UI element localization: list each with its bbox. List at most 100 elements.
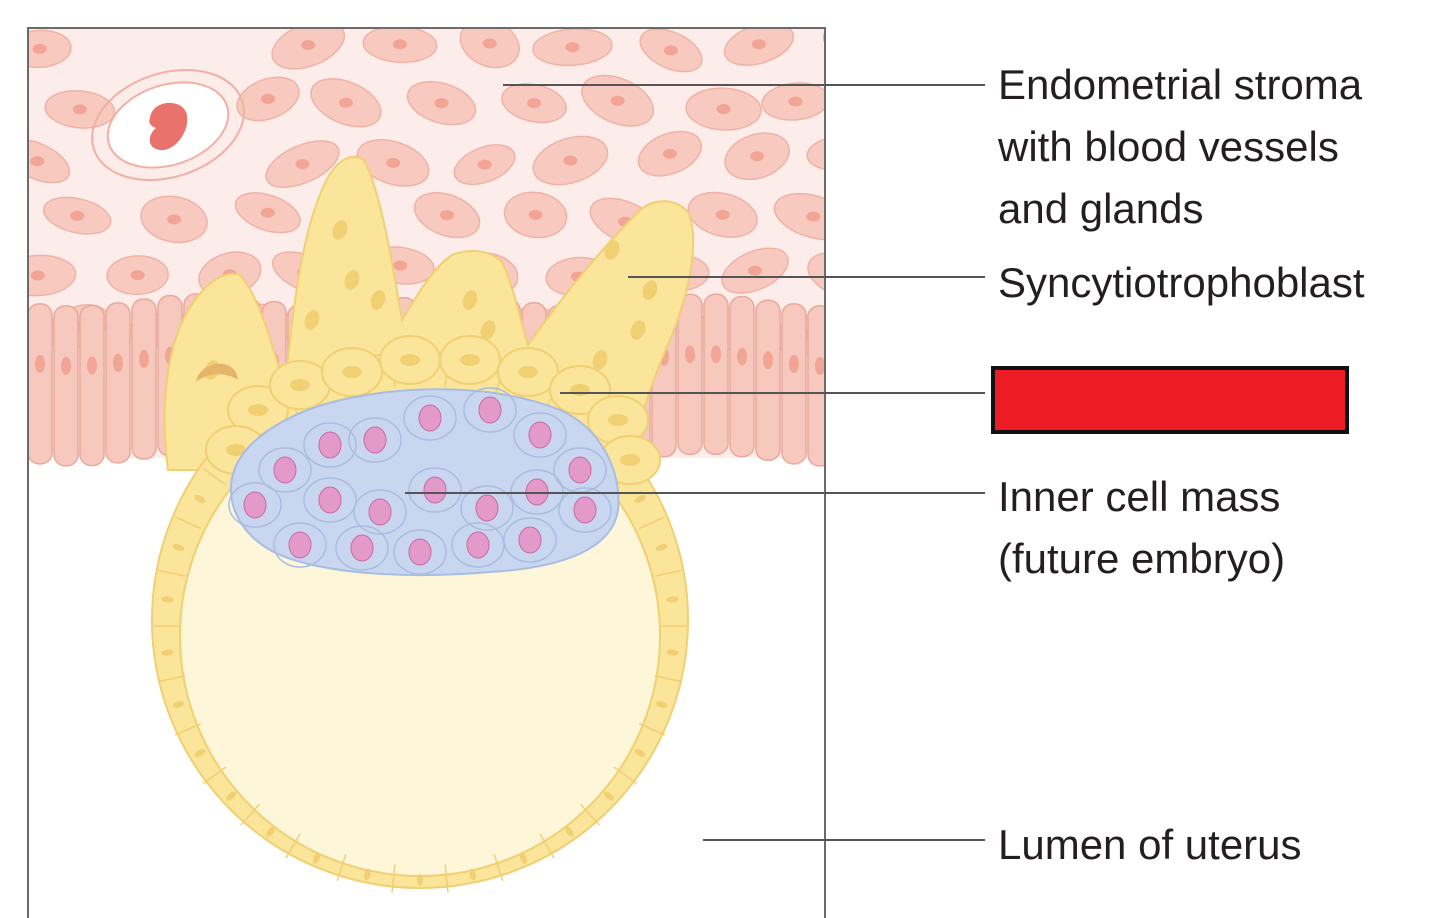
stroma-nucleus	[834, 270, 848, 280]
epithelial-nucleus	[35, 355, 45, 373]
icm-nucleus	[569, 457, 591, 483]
stroma-nucleus	[301, 40, 315, 50]
stroma-nucleus	[887, 205, 901, 215]
label-line: and glands	[998, 178, 1362, 240]
stroma-nucleus	[440, 210, 454, 220]
epithelial-cell	[808, 306, 832, 466]
icm-nucleus	[419, 405, 441, 431]
epithelial-cell	[704, 294, 728, 454]
stroma-nucleus	[483, 38, 497, 48]
icm-nucleus	[409, 539, 431, 565]
epithelial-nucleus	[113, 354, 123, 372]
label-line: Syncytiotrophoblast	[998, 252, 1365, 314]
epithelial-nucleus	[815, 357, 825, 375]
icm-nucleus	[424, 477, 446, 503]
stroma-nucleus	[478, 160, 492, 170]
stroma-cell	[818, 17, 893, 74]
cap-cell-nucleus	[342, 366, 362, 378]
stroma-nucleus	[167, 214, 181, 224]
icm-nucleus	[519, 527, 541, 553]
stroma-nucleus	[131, 270, 145, 280]
label-syncytiotrophoblast: Syncytiotrophoblast	[998, 252, 1365, 314]
stroma-nucleus	[393, 260, 407, 270]
epithelial-nucleus	[711, 345, 721, 363]
epithelial-nucleus	[789, 355, 799, 373]
stroma-nucleus	[806, 212, 820, 222]
stroma-nucleus	[565, 42, 579, 52]
stroma-nucleus	[716, 210, 730, 220]
stroma-cell	[860, 73, 938, 142]
label-line: (future embryo)	[998, 528, 1285, 590]
label-line: Lumen of uterus	[998, 814, 1302, 876]
stroma-nucleus	[73, 104, 87, 114]
epithelial-cell	[782, 304, 806, 464]
label-endometrial-stroma: Endometrial stroma with blood vessels an…	[998, 54, 1362, 240]
label-line: with blood vessels	[998, 116, 1362, 178]
cap-cell-nucleus	[400, 354, 420, 366]
icm-nucleus	[479, 397, 501, 423]
cap-cell-nucleus	[570, 384, 590, 396]
icm-nucleus	[351, 535, 373, 561]
epithelial-cell	[54, 306, 78, 466]
epithelial-cell	[678, 294, 702, 454]
epithelial-nucleus	[763, 351, 773, 369]
label-line: Endometrial stroma	[998, 54, 1362, 116]
epithelial-nucleus	[685, 345, 695, 363]
epithelial-cell	[756, 300, 780, 460]
icm-nucleus	[274, 457, 296, 483]
cap-cell-nucleus	[248, 404, 268, 416]
label-inner-cell-mass: Inner cell mass (future embryo)	[998, 466, 1285, 590]
icm-nucleus	[319, 487, 341, 513]
stroma-nucleus	[434, 98, 448, 108]
cap-cell-nucleus	[460, 354, 480, 366]
stroma-cell	[861, 302, 932, 357]
icm-nucleus	[529, 422, 551, 448]
stroma-nucleus	[663, 149, 677, 159]
stroma-nucleus	[748, 266, 762, 276]
stroma-nucleus	[30, 156, 44, 166]
stroma-nucleus	[33, 44, 47, 54]
epithelial-cell	[106, 303, 130, 463]
stroma-nucleus	[563, 156, 577, 166]
stroma-nucleus	[836, 148, 850, 158]
stroma-nucleus	[529, 210, 543, 220]
epithelial-cell	[132, 299, 156, 459]
stroma-nucleus	[752, 39, 766, 49]
icm-nucleus	[289, 532, 311, 558]
label-lumen-of-uterus: Lumen of uterus	[998, 814, 1302, 876]
ring-cell-nucleus	[417, 874, 423, 886]
stroma-nucleus	[261, 208, 275, 218]
icm-nucleus	[574, 497, 596, 523]
icm-nucleus	[364, 427, 386, 453]
icm-nucleus	[369, 499, 391, 525]
stroma-nucleus	[750, 151, 764, 161]
stroma-nucleus	[339, 98, 353, 108]
stroma-nucleus	[296, 159, 310, 169]
cap-cell-nucleus	[608, 414, 628, 426]
icm-nucleus	[244, 492, 266, 518]
cap-cell-nucleus	[620, 454, 640, 466]
epithelial-cell	[80, 305, 104, 465]
stroma-nucleus	[611, 96, 625, 106]
stroma-nucleus	[70, 211, 84, 221]
epithelial-nucleus	[737, 348, 747, 366]
stroma-nucleus	[664, 45, 678, 55]
epithelial-nucleus	[139, 350, 149, 368]
epithelial-cell	[730, 297, 754, 457]
stroma-nucleus	[527, 98, 541, 108]
icm-nucleus	[467, 532, 489, 558]
stroma-nucleus	[717, 104, 731, 114]
icm-nucleus	[476, 495, 498, 521]
stroma-nucleus	[31, 271, 45, 281]
stroma-nucleus	[788, 97, 802, 107]
stroma-nucleus	[393, 39, 407, 49]
stroma-nucleus	[889, 324, 903, 334]
epithelial-cell	[28, 304, 52, 464]
cap-cell-nucleus	[290, 379, 310, 391]
stroma-nucleus	[848, 41, 862, 51]
redacted-label-box	[991, 366, 1349, 434]
icm-nucleus	[319, 432, 341, 458]
epithelial-nucleus	[87, 356, 97, 374]
stroma-cell	[852, 185, 936, 236]
epithelial-nucleus	[61, 357, 71, 375]
